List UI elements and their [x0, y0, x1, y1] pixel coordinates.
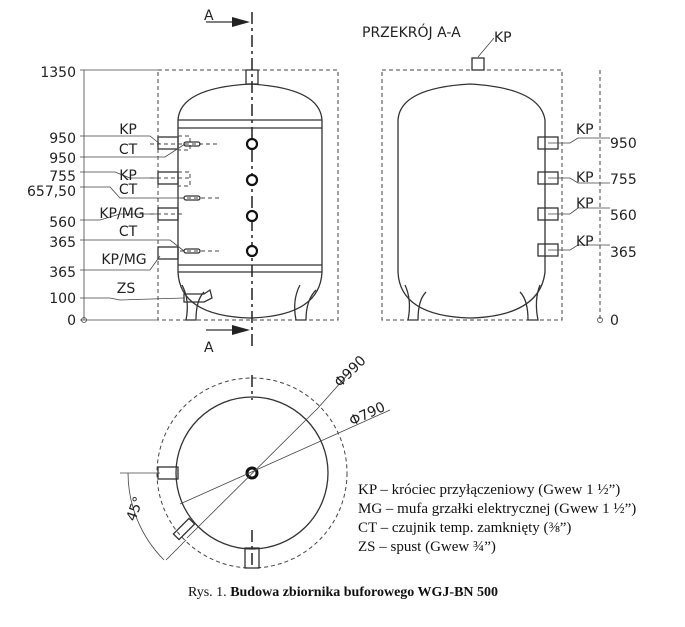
height-label: 755: [610, 172, 637, 188]
section-title: PRZEKRÓJ A-A: [362, 23, 461, 41]
height-label: 950: [49, 131, 76, 147]
left-view: A A: [27, 8, 339, 356]
connection-label: CT: [119, 224, 138, 240]
top-port: [471, 57, 485, 71]
height-label: 560: [610, 208, 637, 224]
left-bounding-box: [157, 69, 339, 321]
outer-diameter-label: Φ990: [332, 353, 370, 391]
connection-label: KP/MG: [101, 252, 146, 268]
height-label: 560: [49, 215, 76, 231]
height-label: 950: [610, 136, 637, 152]
plan-view: Φ990 Φ790 45°: [120, 353, 391, 569]
leg: [181, 284, 205, 321]
height-label: 100: [49, 291, 76, 307]
right-view: PRZEKRÓJ A-A KP KP KP KP KP 950 755 560 …: [362, 23, 637, 329]
connection-label: KP: [576, 234, 594, 250]
connection-label: KP: [576, 196, 594, 212]
legend-item: ZS – spust (Gwew ¾”): [358, 539, 496, 555]
connection-label: KP: [576, 122, 594, 138]
legend-item: MG – mufa grzałki elektrycznej (Gwew 1 ½…: [358, 501, 636, 517]
height-label: 365: [49, 235, 76, 251]
connection-label: KP/MG: [99, 206, 144, 222]
caption-prefix: Rys. 1.: [188, 585, 227, 600]
legend: KP – króciec przyłączeniowy (Gwew 1 ½”) …: [358, 482, 636, 555]
legend-item: KP – króciec przyłączeniowy (Gwew 1 ½”): [358, 482, 620, 498]
height-label: 1350: [40, 65, 76, 81]
tank-body: [177, 83, 323, 319]
connection-label: KP: [119, 122, 137, 138]
height-label: 0: [610, 313, 619, 329]
height-label: 365: [49, 265, 76, 281]
drain-valve: [183, 288, 213, 303]
connection-label: CT: [119, 182, 138, 198]
caption-title: Budowa zbiornika buforowego WGJ-BN 500: [230, 585, 498, 600]
legend-item: CT – czujnik temp. zamknięty (⅜”): [358, 520, 571, 536]
inner-diameter-label: Φ790: [347, 399, 388, 429]
figure-caption: Rys. 1. Budowa zbiornika buforowego WGJ-…: [188, 585, 498, 600]
height-label: 950: [49, 151, 76, 167]
section-label-bottom: A: [204, 340, 214, 356]
connection-label: KP: [576, 170, 594, 186]
connection-label: CT: [119, 142, 138, 158]
tank-body: [397, 83, 546, 319]
height-label: 755: [49, 169, 76, 185]
leg: [294, 284, 317, 321]
height-label: 0: [67, 313, 76, 329]
height-label: 657,50: [27, 184, 76, 200]
connection-label: KP: [494, 30, 512, 46]
angle-arc: [127, 472, 165, 561]
angle-label: 45°: [124, 495, 148, 524]
left-ports: [150, 135, 259, 303]
connection-label: KP: [119, 168, 137, 184]
section-label-top: A: [204, 8, 214, 24]
height-label: 365: [610, 245, 637, 261]
connection-label: ZS: [117, 281, 136, 297]
